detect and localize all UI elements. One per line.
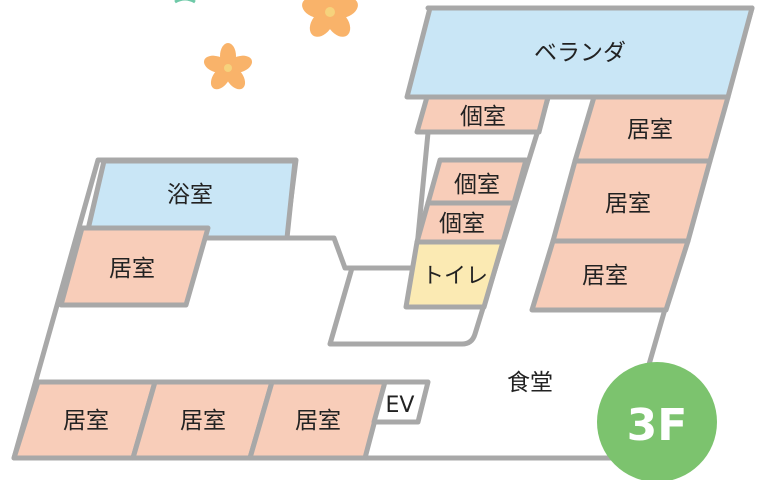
- private-room-3-label: 個室: [439, 211, 485, 237]
- flower-icon: [203, 43, 253, 90]
- private-room-3: 個室: [414, 200, 517, 245]
- living-room-left: 居室: [58, 225, 211, 308]
- living-room-bottom-1: 居室: [11, 379, 158, 461]
- living-room-right-1-label: 居室: [627, 117, 673, 143]
- dining-label: 食堂: [507, 370, 553, 396]
- living-room-right-3: 居室: [529, 238, 691, 313]
- living-room-bottom-1-label: 居室: [63, 408, 109, 434]
- living-room-bottom-2: 居室: [130, 379, 275, 461]
- flower-icon: [302, 0, 358, 37]
- floor-badge: 3F: [597, 362, 717, 480]
- private-room-2-label: 個室: [454, 172, 500, 198]
- floor-badge-label: 3F: [627, 400, 688, 451]
- flower-icon: [174, 0, 196, 4]
- living-room-bottom-3-label: 居室: [295, 408, 341, 434]
- living-room-bottom-3: 居室: [247, 379, 388, 461]
- private-room-1-label: 個室: [460, 104, 506, 130]
- living-room-left-label: 居室: [109, 256, 155, 282]
- living-room-right-2: 居室: [550, 158, 713, 244]
- bath-room: 浴室: [83, 158, 298, 241]
- living-room-bottom-2-label: 居室: [180, 408, 226, 434]
- toilet-room: トイレ: [403, 239, 506, 310]
- living-room-right-3-label: 居室: [582, 263, 628, 289]
- living-room-right-2-label: 居室: [605, 191, 651, 217]
- bath-label: 浴室: [167, 182, 213, 208]
- elevator: EV: [371, 379, 431, 425]
- service-core-wall: [327, 97, 551, 347]
- toilet-label: トイレ: [422, 264, 488, 289]
- living-room-right-1: 居室: [572, 94, 731, 164]
- private-room-1: 個室: [414, 94, 551, 135]
- veranda-room: ベランダ: [404, 5, 755, 100]
- private-room-2: 個室: [425, 157, 529, 206]
- veranda-label: ベランダ: [534, 40, 626, 66]
- elevator-label: EV: [386, 393, 415, 418]
